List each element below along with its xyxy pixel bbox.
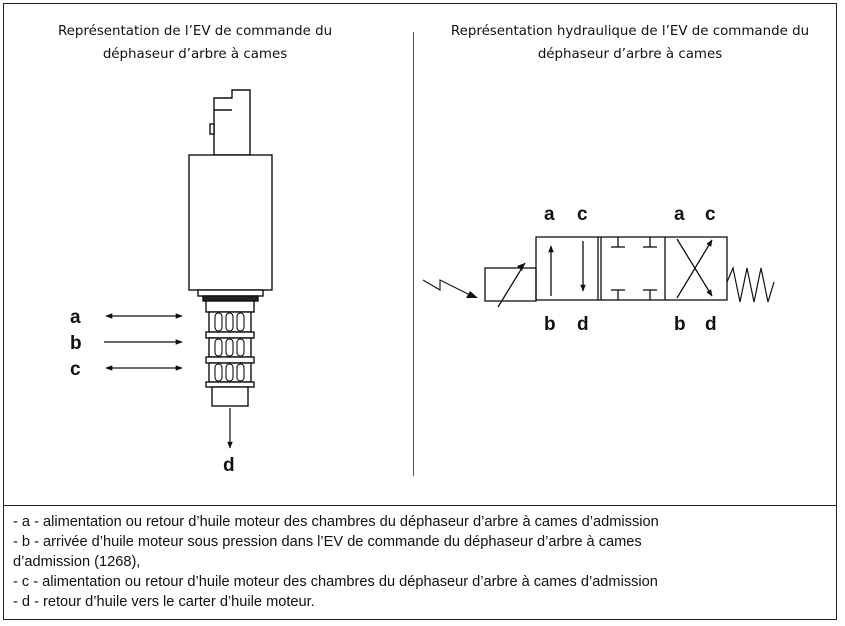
legend: - a - alimentation ou retour d’huile mot… [13, 512, 833, 612]
hyd-label-top-right-c: c [705, 204, 716, 225]
hyd-label-bottom-right-d: d [705, 314, 717, 335]
spool-port-a [208, 311, 252, 333]
right-title-line-1: Représentation hydraulique de l’EV de co… [450, 24, 810, 39]
hyd-label-bottom-right-b: b [674, 314, 686, 335]
solenoid-valve-drawing [188, 89, 273, 407]
hydraulic-symbol [422, 236, 775, 308]
right-title: Représentation hydraulique de l’EV de co… [430, 20, 830, 66]
hyd-label-bottom-left-b: b [544, 314, 556, 335]
valve-port-arrows [104, 313, 233, 449]
valve-body [188, 154, 273, 291]
label-a: a [70, 307, 81, 328]
valve-connector [209, 89, 251, 156]
spool-port-c [208, 362, 252, 383]
left-title-line-1: Représentation de l’EV de commande du [57, 24, 333, 39]
left-title: Représentation de l’EV de commande du dé… [20, 20, 370, 66]
hyd-label-top-left-c: c [577, 204, 588, 225]
vertical-divider [413, 32, 414, 476]
legend-line-a: - a - alimentation ou retour d’huile mot… [13, 514, 659, 530]
valve-collar [197, 289, 264, 302]
right-title-line-2: déphaseur d’arbre à cames [537, 47, 723, 62]
return-spring-symbol [726, 266, 775, 303]
figure-frame [3, 3, 837, 620]
seal-ring-3 [205, 356, 255, 364]
hyd-label-top-left-a: a [544, 204, 555, 225]
legend-line-b-continued: d’admission (1268), [13, 554, 141, 570]
hyd-label-bottom-left-d: d [577, 314, 589, 335]
label-d: d [223, 455, 235, 476]
valve-block [535, 236, 728, 301]
seal-ring-1 [205, 300, 255, 313]
diagram-canvas: a b c d [70, 89, 775, 476]
spool-port-b [208, 337, 252, 358]
left-title-line-2: déphaseur d’arbre à cames [102, 47, 288, 62]
seal-ring-2 [205, 331, 255, 339]
legend-line-b: - b - arrivée d’huile moteur sous pressi… [13, 534, 642, 550]
hyd-label-top-right-a: a [674, 204, 685, 225]
position-3-cross-flow [676, 238, 713, 299]
position-1-parallel-flow [548, 241, 586, 296]
valve-tip [211, 386, 249, 407]
solenoid-actuator-symbol [484, 262, 537, 308]
legend-line-c: - c - alimentation ou retour d’huile mot… [13, 574, 658, 590]
label-c: c [70, 359, 81, 380]
position-2-blocked [611, 237, 657, 300]
seal-ring-4 [205, 381, 255, 388]
horizontal-divider [4, 505, 837, 506]
legend-line-d: - d - retour d’huile vers le carter d’hu… [13, 594, 315, 610]
label-b: b [70, 333, 82, 354]
electrical-signal-icon [422, 279, 478, 298]
